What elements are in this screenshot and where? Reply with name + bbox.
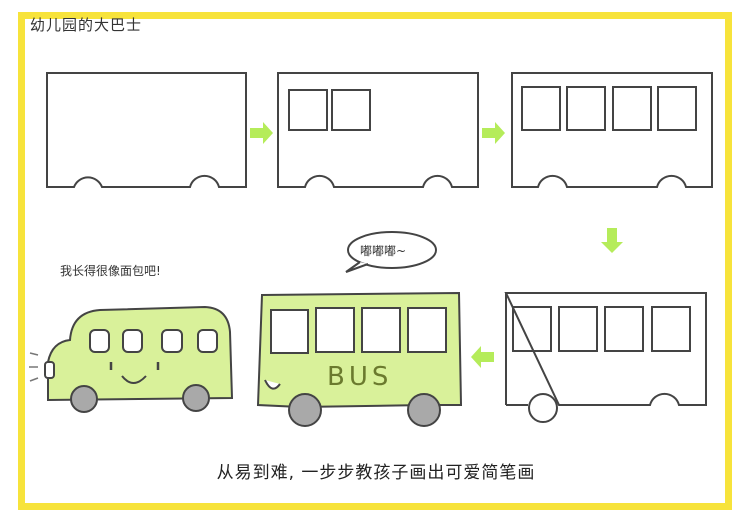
bus-step-3 [511, 72, 713, 188]
bus-label: BUS [327, 362, 393, 392]
speech-bubble-text: 嘟嘟嘟~ [360, 244, 407, 258]
arrow-right-icon [482, 122, 505, 144]
bus-step-6 [29, 305, 234, 413]
bus-speech-text: 我长得很像面包吧! [60, 264, 161, 278]
bottom-caption: 从易到难, 一步步教孩子画出可爱简笔画 [216, 463, 536, 483]
speech-bubble [345, 231, 437, 273]
arrow-down-icon [601, 228, 623, 253]
arrow-left-icon [471, 346, 494, 368]
bus-step-2 [277, 72, 479, 188]
bus-step-4 [504, 292, 707, 423]
page-title: 幼儿园的大巴士 [30, 16, 143, 34]
bus-step-1 [46, 72, 247, 188]
arrow-right-icon [250, 122, 273, 144]
bus-step-5 [256, 291, 463, 427]
